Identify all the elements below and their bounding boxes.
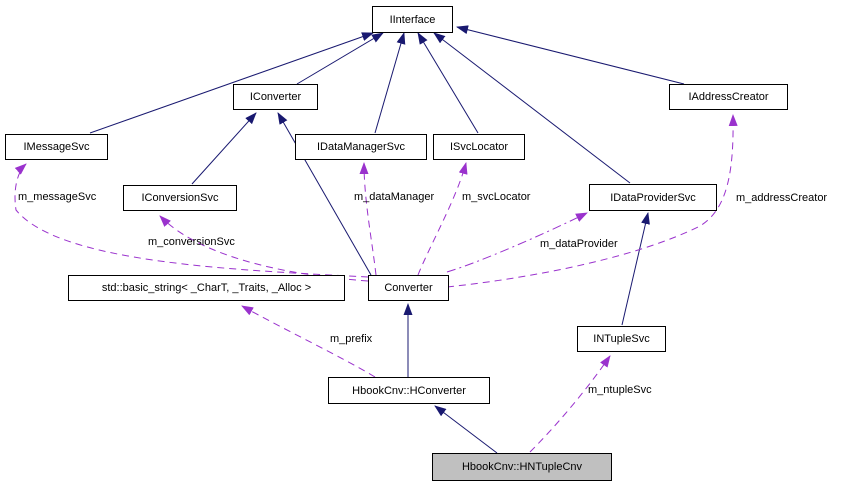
- edge-usage-m-datamanager: [359, 162, 377, 276]
- edge-label-m-datamanager: m_dataManager: [354, 191, 435, 203]
- edge-usage-m-ntuplesvc: [529, 355, 611, 453]
- edge-hntuplecnv-to-hconverter: [434, 405, 498, 454]
- edge-iaddresscreator-to-iinterface: [456, 25, 685, 85]
- edge-label-m-messagesvc: m_messageSvc: [18, 191, 97, 203]
- edge-label-m-conversionsvc: m_conversionSvc: [148, 236, 235, 248]
- edge-label-m-prefix: m_prefix: [330, 333, 373, 345]
- node-iconversionsvc[interactable]: IConversionSvc: [123, 185, 237, 211]
- edge-isvclocator-to-iinterface: [417, 32, 479, 134]
- edge-idataprovidersvc-to-iinterface: [433, 32, 631, 184]
- node-isvclocator[interactable]: ISvcLocator: [433, 134, 525, 160]
- edge-usage-m-addresscreator: [446, 114, 738, 288]
- node-iconverter[interactable]: IConverter: [233, 84, 318, 110]
- node-hbookcnv-hconverter[interactable]: HbookCnv::HConverter: [328, 377, 490, 404]
- edge-intuplesvc-to-idataprovidersvc: [621, 212, 650, 326]
- node-imessagesvc[interactable]: IMessageSvc: [5, 134, 108, 160]
- edge-iconversionsvc-to-iconverter: [191, 112, 257, 185]
- edge-converter-to-iconverter: [277, 112, 372, 276]
- node-idataprovidersvc[interactable]: IDataProviderSvc: [589, 184, 717, 211]
- node-converter[interactable]: Converter: [368, 275, 449, 301]
- edge-label-m-dataprovider: m_dataProvider: [540, 238, 618, 250]
- node-iaddresscreator[interactable]: IAddressCreator: [669, 84, 788, 110]
- edge-usage-m-dataprovider: [446, 212, 588, 273]
- edge-usage-m-messagesvc: [14, 163, 369, 278]
- edge-idatamanagersvc-to-iinterface: [374, 32, 406, 134]
- node-intuplesvc[interactable]: INTupleSvc: [577, 326, 666, 352]
- edge-imessagesvc-to-iinterface: [89, 32, 374, 134]
- edge-iconverter-to-iinterface: [296, 32, 384, 85]
- node-idatamanagersvc[interactable]: IDataManagerSvc: [295, 134, 427, 160]
- edge-usage-m-svclocator: [417, 162, 468, 276]
- edge-label-m-ntuplesvc: m_ntupleSvc: [588, 384, 652, 396]
- node-hbookcnv-hntuplecnv: HbookCnv::HNTupleCnv: [432, 453, 612, 481]
- edge-label-m-addresscreator: m_addressCreator: [736, 192, 828, 204]
- node-std-basic-string[interactable]: std::basic_string< _CharT, _Traits, _All…: [68, 275, 345, 301]
- edge-usage-m-conversionsvc: [159, 215, 369, 282]
- node-iinterface[interactable]: IInterface: [372, 6, 453, 33]
- edge-usage-m-prefix: [241, 305, 376, 378]
- edge-label-m-svclocator: m_svcLocator: [462, 191, 531, 203]
